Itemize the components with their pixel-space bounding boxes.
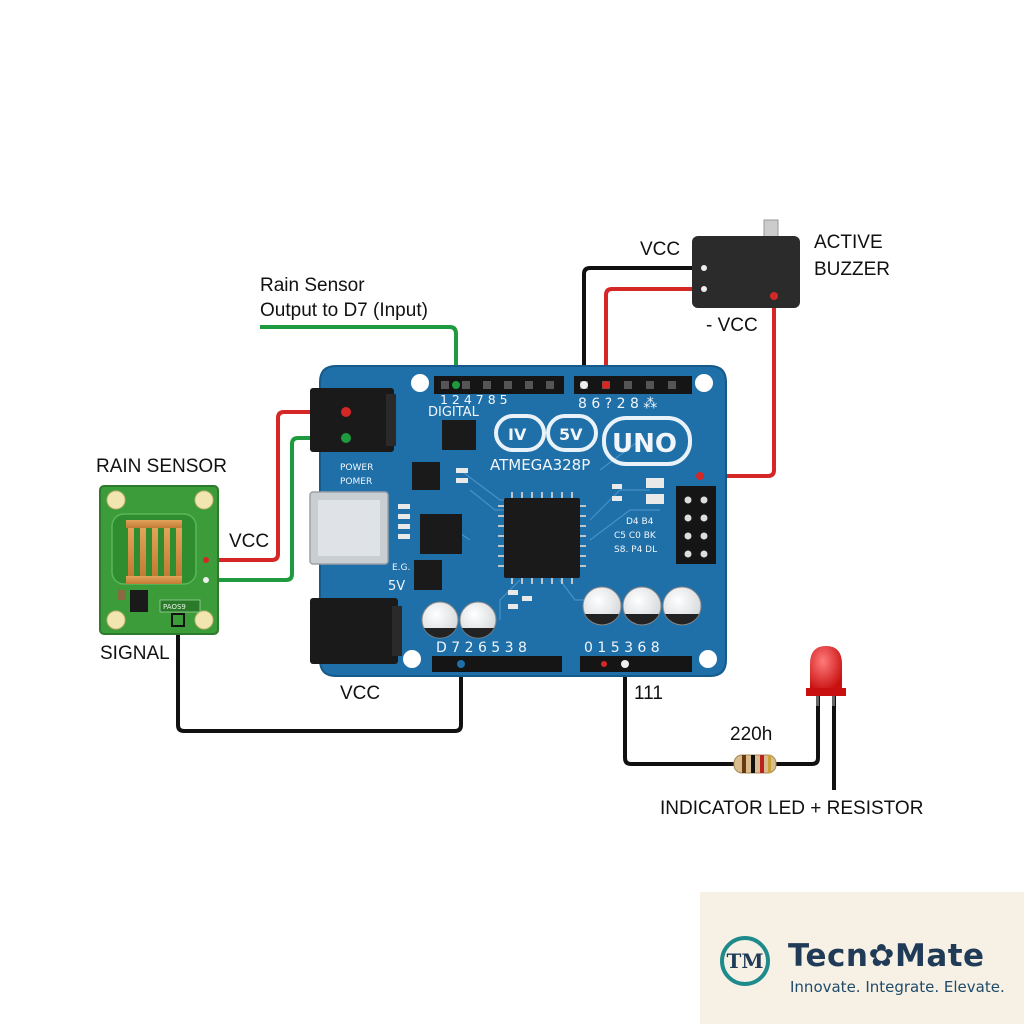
sensing-pad xyxy=(126,520,182,584)
pin-111-label: 111 xyxy=(634,683,663,704)
dc-jack xyxy=(310,598,398,664)
five-v-label: 5V xyxy=(388,579,405,594)
rain-sensor-label: RAIN SENSOR xyxy=(96,456,227,477)
side-code-3: S8. P4 DL xyxy=(614,545,657,555)
uno-label: UNO xyxy=(612,429,677,459)
arduino-logo xyxy=(494,414,692,466)
buzzer-minus-vcc-label: - VCC xyxy=(706,315,758,336)
brand-logo: TM Tecn✿Mate Innovate. Integrate. Elevat… xyxy=(700,892,1024,1024)
top-pin-numbers-left: 1 2 4 7 8 5 xyxy=(440,392,508,407)
badge-iv: IV xyxy=(508,425,527,444)
digital-header-right xyxy=(574,376,692,394)
arduino-uno-board: DIGITAL 1 2 4 7 8 5 8 6 ? 2 8 ⁂ IV 5V UN… xyxy=(309,365,727,677)
bottom-pin-numbers-right: 0 1 5 3 6 8 xyxy=(584,640,660,656)
side-code-2: C5 C0 BK xyxy=(614,531,657,541)
green-wire-output xyxy=(260,325,458,382)
rain-sensor-output-label-line2: Output to D7 (Input) xyxy=(260,300,428,321)
red-wire-sensor-vcc xyxy=(210,410,346,562)
brand-name: Tecn✿Mate xyxy=(788,938,985,974)
led-lead-wire xyxy=(775,696,820,766)
eg-label: E.G. xyxy=(392,563,410,573)
sensor-chip-label: PAOS9 xyxy=(163,603,186,611)
chip-label: ATMEGA328P xyxy=(490,456,590,474)
capacitors xyxy=(421,586,702,639)
rain-sensor-module: PAOS9 xyxy=(99,485,219,635)
logo-mark-icon: TM xyxy=(720,936,770,986)
black-wire-signal xyxy=(176,620,463,733)
badge-5v: 5V xyxy=(559,425,583,444)
black-wire-buzzer xyxy=(582,266,704,382)
green-wire-sensor xyxy=(210,436,346,582)
indicator-led xyxy=(806,646,846,706)
indicator-label: INDICATOR LED + RESISTOR xyxy=(660,798,923,819)
bottom-header-left xyxy=(432,656,562,672)
red-wire-buzzer xyxy=(604,287,704,382)
bottom-header-right xyxy=(580,656,692,672)
brand-tagline: Innovate. Integrate. Elevate. xyxy=(790,978,1005,996)
mcu-chip xyxy=(498,492,586,584)
bottom-vcc-label: VCC xyxy=(340,683,380,704)
icsp-header xyxy=(676,486,716,564)
resistor xyxy=(733,754,777,774)
power-label-2: POMER xyxy=(340,477,372,487)
digital-label: DIGITAL xyxy=(428,405,480,420)
top-pin-numbers-right: 8 6 ? 2 8 ⁂ xyxy=(578,396,657,412)
black-wire-resistor xyxy=(623,664,736,766)
side-code-1: D4 B4 xyxy=(626,517,654,527)
buzzer-vcc-label: VCC xyxy=(640,239,680,260)
digital-header-left xyxy=(434,376,564,394)
active-buzzer-label-1: ACTIVE xyxy=(814,232,883,253)
power-label-1: POWER xyxy=(340,463,373,473)
signal-label: SIGNAL xyxy=(100,643,170,664)
logo-mark-text: TM xyxy=(726,949,764,973)
red-wire-buzzer-icsp xyxy=(700,296,776,478)
power-jack xyxy=(310,388,394,452)
wires xyxy=(176,266,836,790)
rain-sensor-output-label: Rain Sensor xyxy=(260,275,365,296)
bottom-pin-numbers-left: D 7 2 6 5 3 8 xyxy=(436,640,527,656)
active-buzzer-label-2: BUZZER xyxy=(814,259,890,280)
active-buzzer xyxy=(692,219,800,308)
sensor-vcc-label: VCC xyxy=(229,531,269,552)
resistor-value-label: 220h xyxy=(730,724,772,745)
